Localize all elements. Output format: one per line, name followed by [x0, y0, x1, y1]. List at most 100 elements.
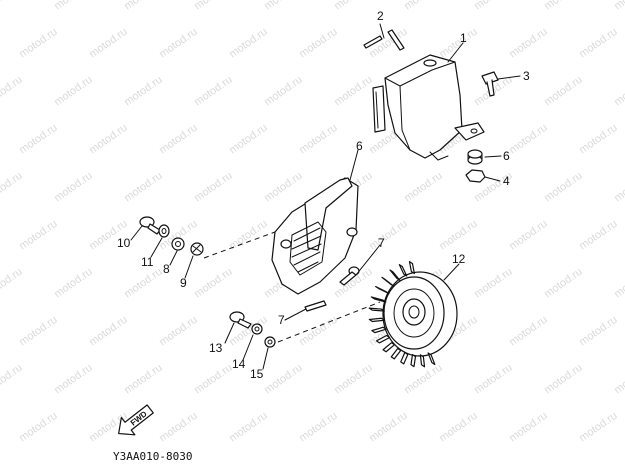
watermark-text: motod.ru	[0, 74, 25, 109]
watermark-text: motod.ru	[297, 122, 339, 157]
flywheel-fin	[371, 326, 387, 334]
flywheel-fin	[400, 351, 409, 365]
callout-5: 6	[503, 149, 510, 163]
flywheel-fin	[368, 307, 385, 312]
watermark-text: motod.ru	[0, 362, 25, 397]
drawing-code: Y3AA010-8030	[113, 450, 192, 463]
callout-7-lower: 7	[278, 313, 285, 327]
callout-7-upper: 7	[378, 236, 385, 250]
watermark-text: motod.ru	[542, 170, 584, 205]
screw-part-10	[139, 216, 161, 235]
watermark-text: motod.ru	[122, 266, 164, 301]
watermark-text: motod.ru	[437, 410, 479, 445]
watermark-text: motod.ru	[437, 26, 479, 61]
watermark-text: motod.ru	[612, 170, 625, 205]
watermark-text: motod.ru	[17, 314, 59, 349]
watermark-text: motod.ru	[472, 266, 514, 301]
callout-8: 8	[163, 262, 170, 276]
callout-labels: 2 1 3 6 4 6 7 12 7 10 11 8 9 13 14 15	[117, 9, 530, 381]
collar-part-5	[467, 149, 483, 165]
callout-2: 2	[377, 9, 384, 23]
watermark-text: motod.ru	[157, 410, 199, 445]
watermark-text: motod.ru	[402, 170, 444, 205]
watermark-text: motod.ru	[262, 0, 304, 12]
flywheel-fin	[370, 296, 387, 303]
washer-part-15	[264, 336, 276, 348]
callout-3: 3	[523, 69, 530, 83]
watermark-text: motod.ru	[157, 314, 199, 349]
watermark-text: motod.ru	[17, 26, 59, 61]
bolt-part-3	[481, 71, 499, 97]
watermark-text: motod.ru	[297, 26, 339, 61]
watermark-text: motod.ru	[262, 170, 304, 205]
watermark-text: motod.ru	[402, 362, 444, 397]
watermark-text: motod.ru	[17, 410, 59, 445]
flywheel-fin	[408, 261, 415, 275]
watermark-text: motod.ru	[577, 122, 619, 157]
callout-14: 14	[232, 357, 246, 371]
watermark-text: motod.ru	[472, 0, 514, 12]
watermark-text: motod.ru	[367, 410, 409, 445]
callout-6: 6	[356, 139, 363, 153]
flywheel-fin	[389, 269, 401, 281]
watermark-text: motod.ru	[297, 410, 339, 445]
flywheel-fin	[381, 276, 395, 287]
watermark-text: motod.ru	[612, 266, 625, 301]
flywheel-fin	[410, 354, 417, 368]
flywheel-fin	[375, 334, 391, 344]
watermark-text: motod.ru	[192, 266, 234, 301]
watermark-text: motod.ru	[612, 0, 625, 12]
watermark-text: motod.ru	[87, 314, 129, 349]
flywheel-fins	[368, 261, 436, 368]
assembly-lines	[203, 231, 381, 343]
watermark-text: motod.ru	[437, 218, 479, 253]
watermark-text: motod.ru	[577, 410, 619, 445]
watermark-text: motod.ru	[52, 74, 94, 109]
watermark-text: motod.ru	[192, 170, 234, 205]
watermark-text: motod.ru	[122, 170, 164, 205]
watermark-text: motod.ru	[507, 314, 549, 349]
watermark-text: motod.ru	[192, 362, 234, 397]
watermark-text: motod.ru	[227, 410, 269, 445]
watermark-text: motod.ru	[542, 266, 584, 301]
watermark-text: motod.ru	[507, 218, 549, 253]
watermark-text: motod.ru	[612, 362, 625, 397]
watermark-text: motod.ru	[367, 218, 409, 253]
callout-11: 11	[141, 255, 154, 269]
watermark-text: motod.ru	[507, 410, 549, 445]
flywheel-fin	[382, 342, 396, 353]
watermark-text: motod.ru	[122, 74, 164, 109]
flywheel-fin	[419, 354, 426, 368]
watermark-text: motod.ru	[612, 74, 625, 109]
watermark-text: motod.ru	[52, 362, 94, 397]
watermark-text: motod.ru	[577, 218, 619, 253]
watermark-text: motod.ru	[332, 362, 374, 397]
watermark-text: motod.ru	[157, 26, 199, 61]
callout-4: 4	[503, 174, 510, 188]
collar-part-8	[171, 237, 185, 251]
watermark-text: motod.ru	[297, 314, 339, 349]
washer-part-14	[251, 323, 263, 335]
watermark-text: motod.ru	[227, 122, 269, 157]
pin-part-2	[363, 29, 405, 51]
watermark-text: motod.ru	[192, 0, 234, 12]
watermark-text: motod.ru	[507, 122, 549, 157]
flywheel-fin	[368, 317, 385, 323]
watermark-text: motod.ru	[87, 26, 129, 61]
flywheel-fin	[390, 347, 402, 360]
watermark-text: motod.ru	[402, 0, 444, 12]
watermark-text: motod.ru	[17, 122, 59, 157]
flywheel-part-12	[368, 261, 458, 368]
watermark-text: motod.ru	[122, 362, 164, 397]
flywheel-fin	[398, 264, 408, 277]
flywheel-fin	[427, 352, 436, 366]
watermark-text: motod.ru	[472, 362, 514, 397]
fan-cover-part-6	[271, 177, 360, 295]
watermark-text: motod.ru	[262, 74, 304, 109]
watermark-text: motod.ru	[507, 26, 549, 61]
watermark-text: motod.ru	[192, 74, 234, 109]
watermark-text: motod.ru	[52, 0, 94, 12]
watermark-text: motod.ru	[542, 0, 584, 12]
watermark-text: motod.ru	[542, 362, 584, 397]
